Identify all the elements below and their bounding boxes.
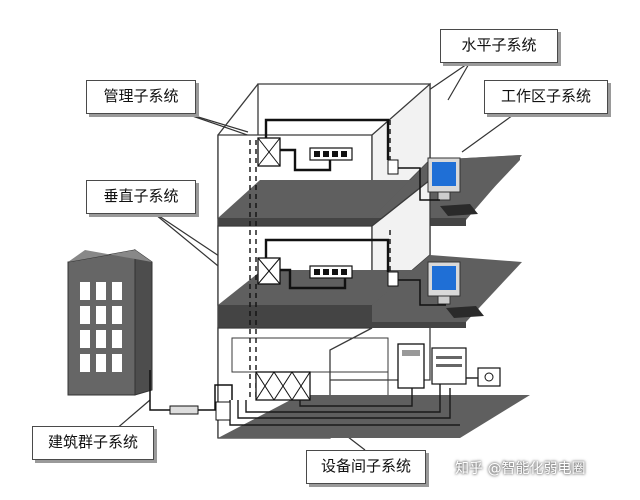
watermark: 知乎 @智能化弱电圈 — [455, 461, 586, 477]
label-management-subsystem: 管理子系统 — [86, 80, 196, 114]
middle-floor-equipment — [257, 238, 399, 290]
campus-building — [67, 249, 233, 421]
wall-outlet-icon — [387, 159, 399, 175]
computer-icon — [398, 261, 484, 318]
computer-icon — [398, 157, 478, 216]
wall-outlet-icon — [387, 271, 399, 287]
label-equipment-room-subsystem: 设备间子系统 — [306, 450, 426, 484]
label-horizontal-subsystem: 水平子系统 — [440, 29, 558, 63]
label-vertical-subsystem: 垂直子系统 — [86, 180, 196, 214]
label-campus-subsystem: 建筑群子系统 — [32, 426, 154, 460]
equipment-room — [229, 343, 501, 426]
top-floor-equipment — [257, 118, 399, 175]
label-work-area-subsystem: 工作区子系统 — [484, 80, 608, 114]
